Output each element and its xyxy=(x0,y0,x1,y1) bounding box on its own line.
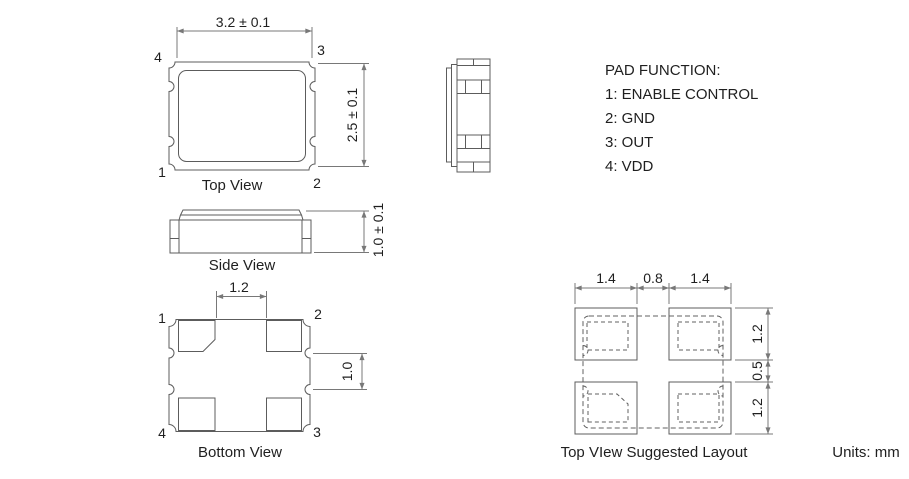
layout-dim-text: 1.2 xyxy=(749,398,765,418)
bottom-view: 1 2 4 3 Bottom View 1.2 1.0 xyxy=(158,279,367,461)
layout-dim-text: 0.8 xyxy=(643,270,663,286)
bottom-pad-4 xyxy=(178,397,216,431)
layout-dim-text: 0.5 xyxy=(749,361,765,381)
pin-label: 3 xyxy=(313,424,321,440)
component-pad-dashed-bottom-right xyxy=(677,393,720,423)
pin-label: 1 xyxy=(158,310,166,326)
component-outline-dashed xyxy=(582,315,724,429)
end-view-lid xyxy=(446,67,452,163)
pad-function-item: 3: OUT xyxy=(605,134,653,151)
layout-dim-text: 1.4 xyxy=(596,270,616,286)
extension-line xyxy=(216,291,267,318)
extension-line xyxy=(176,27,313,58)
extension-line xyxy=(735,307,773,435)
end-view xyxy=(446,58,491,173)
top-view: 4 3 1 2 Top View 3.2 ± 0.1 2.5 ± 0.1 xyxy=(154,14,369,194)
component-pad-dashed-top-right xyxy=(677,321,720,351)
castellation-notches-dashed xyxy=(582,345,724,397)
suggested-layout-view: 1.4 0.8 1.4 1.2 0.5 1.2 Top VIew Suggest… xyxy=(561,270,773,461)
bottom-view-hdim-text: 1.2 xyxy=(229,279,249,295)
extension-line xyxy=(574,283,732,304)
end-view-lid-step xyxy=(451,64,458,167)
side-view-end-caps xyxy=(170,220,311,253)
top-view-height-dim-text: 2.5 ± 0.1 xyxy=(344,88,360,143)
layout-view-label: Top VIew Suggested Layout xyxy=(561,444,749,461)
component-pad-dashed-top-left xyxy=(586,321,629,351)
pad-function-block: PAD FUNCTION: 1: ENABLE CONTROL 2: GND 3… xyxy=(605,62,758,175)
land-pad-bottom-left xyxy=(574,381,638,435)
land-pad-bottom-right xyxy=(668,381,732,435)
side-view-height-dim-text: 1.0 ± 0.1 xyxy=(370,203,386,258)
layout-dim-text: 1.2 xyxy=(749,324,765,344)
bottom-view-body-outline xyxy=(168,319,311,432)
pin-label: 1 xyxy=(158,164,166,180)
top-view-width-dim-text: 3.2 ± 0.1 xyxy=(216,14,271,30)
bottom-pad-1 xyxy=(178,320,216,352)
pad-function-item: 2: GND xyxy=(605,110,655,127)
pad-function-item: 1: ENABLE CONTROL xyxy=(605,86,758,103)
land-pad-top-right xyxy=(668,307,732,361)
top-view-lid-outline xyxy=(178,70,306,162)
side-view: Side View 1.0 ± 0.1 xyxy=(169,203,386,274)
top-view-label: Top View xyxy=(202,177,263,194)
bottom-view-label: Bottom View xyxy=(198,444,282,461)
side-view-lid xyxy=(178,209,304,221)
pad-function-title: PAD FUNCTION: xyxy=(605,62,721,79)
component-pad-dashed-bottom-left xyxy=(587,393,629,423)
bottom-pad-2 xyxy=(266,320,302,352)
layout-dim-text: 1.4 xyxy=(690,270,710,286)
side-view-body xyxy=(169,219,312,254)
pin-label: 4 xyxy=(154,49,162,65)
end-view-detail-lines xyxy=(457,59,490,172)
extension-line xyxy=(306,210,369,253)
land-pad-top-left xyxy=(574,307,638,361)
pin-label: 4 xyxy=(158,425,166,441)
pin-label: 3 xyxy=(317,42,325,58)
units-label: Units: mm xyxy=(832,444,900,461)
extension-line xyxy=(318,63,369,167)
top-view-body-outline xyxy=(168,61,316,171)
side-view-label: Side View xyxy=(209,257,276,274)
pin-label: 2 xyxy=(313,175,321,191)
bottom-view-vdim-text: 1.0 xyxy=(339,362,355,382)
pin-label: 2 xyxy=(314,306,322,322)
extension-line xyxy=(313,353,367,390)
pad-function-item: 4: VDD xyxy=(605,158,654,175)
end-view-body xyxy=(456,58,491,173)
bottom-pad-3 xyxy=(266,397,302,431)
